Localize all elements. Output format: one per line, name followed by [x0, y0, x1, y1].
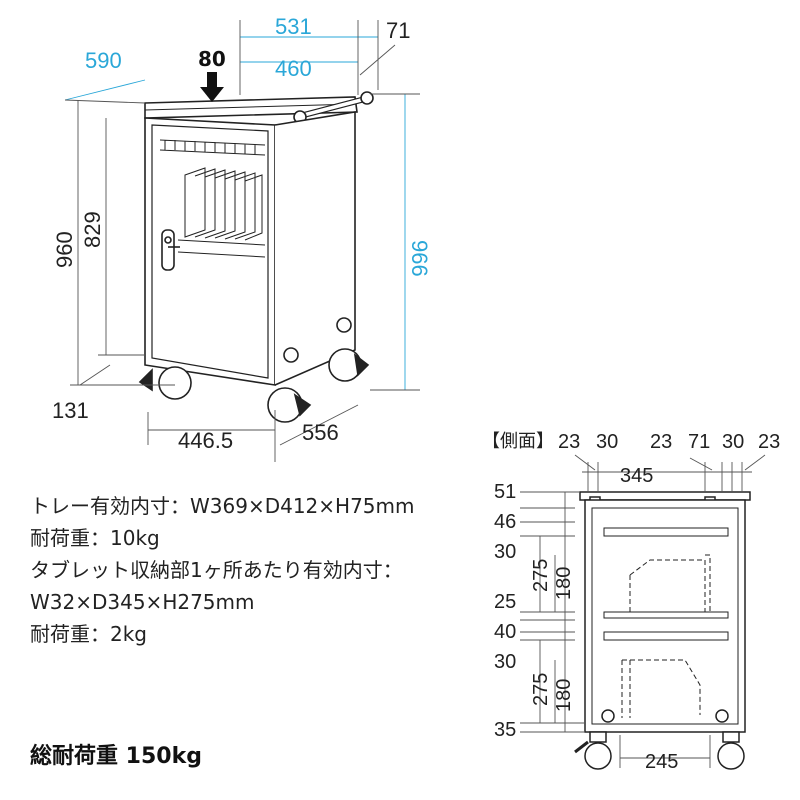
- side-width-345: 345: [620, 465, 653, 487]
- side-left-dim-40: 40: [494, 621, 516, 643]
- side-dimension-lines: [520, 454, 766, 768]
- main-dimension-lines: [64, 20, 420, 462]
- dim-960: 960: [52, 231, 77, 268]
- dim-531: 531: [275, 14, 312, 39]
- cart-side-view: [574, 491, 751, 770]
- side-vert-275-a: 275: [530, 559, 552, 592]
- dim-71: 71: [386, 18, 410, 43]
- spec-tray-load: 耐荷重：10kg: [30, 526, 160, 550]
- spec-tablet-inner-label: タブレット収納部1ヶ所あたり有効内寸：: [30, 558, 403, 582]
- dim-556: 556: [302, 420, 339, 445]
- side-top-dim-3: 23: [650, 431, 672, 453]
- side-left-dim-25: 25: [494, 591, 516, 613]
- dim-590: 590: [85, 48, 122, 73]
- side-bottom-245: 245: [645, 751, 678, 773]
- dim-80: 80: [198, 47, 226, 71]
- side-view-title: 【側面】: [482, 431, 554, 452]
- side-left-dim-51: 51: [494, 481, 516, 503]
- tablet-dividers: [177, 167, 266, 258]
- casters: [138, 348, 370, 423]
- side-top-dim-6: 23: [758, 431, 780, 453]
- side-left-dim-35: 35: [494, 719, 516, 741]
- side-left-dim-30b: 30: [494, 651, 516, 673]
- dim-446-5: 446.5: [178, 428, 233, 453]
- side-left-dim-46: 46: [494, 511, 516, 533]
- dim-966: 966: [407, 240, 432, 277]
- side-top-dim-2: 30: [596, 431, 618, 453]
- side-vert-180-a: 180: [553, 567, 575, 600]
- door-panel: [151, 124, 269, 379]
- spec-tray-inner: トレー有効内寸：W369×D412×H75mm: [30, 494, 415, 518]
- dim-131: 131: [52, 398, 89, 423]
- cart-main-view: [138, 91, 374, 423]
- vent-slots: [159, 139, 266, 156]
- spec-tablet-inner-value: W32×D345×H275mm: [30, 590, 255, 614]
- side-left-dim-30a: 30: [494, 541, 516, 563]
- side-vert-275-b: 275: [530, 673, 552, 706]
- spec-total-load: 総耐荷重 150kg: [30, 744, 202, 769]
- side-top-dim-1: 23: [558, 431, 580, 453]
- cabinet-side: [274, 111, 356, 386]
- handle: [293, 91, 374, 124]
- door-latch: [161, 229, 180, 271]
- side-top-dim-5: 30: [722, 431, 744, 453]
- spec-tablet-load: 耐荷重：2kg: [30, 622, 148, 646]
- side-vert-180-b: 180: [553, 679, 575, 712]
- dim-829: 829: [80, 211, 105, 248]
- side-top-dim-4: 71: [688, 431, 710, 453]
- dim-460: 460: [275, 56, 312, 81]
- load-arrow-icon: [200, 72, 224, 102]
